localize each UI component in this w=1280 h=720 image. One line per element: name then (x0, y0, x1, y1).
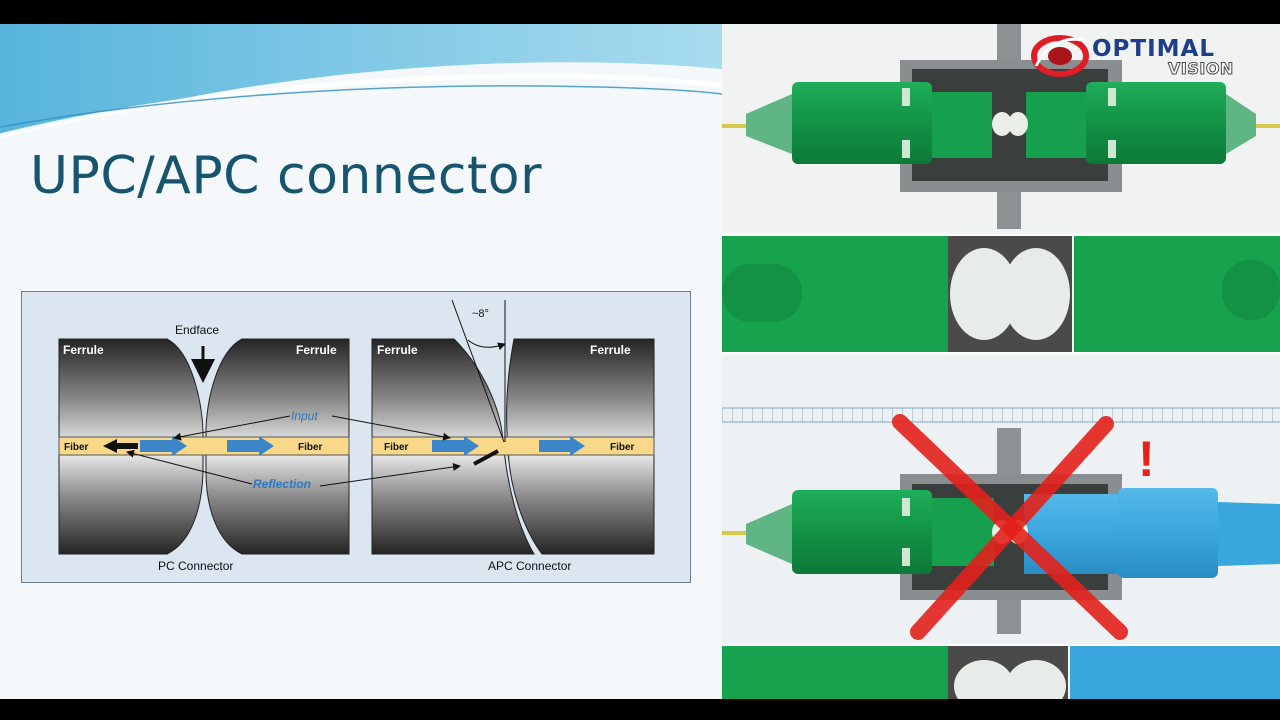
pc-endface-label: Endface (175, 323, 219, 337)
pc-right-ferrule-label: Ferrule (296, 343, 337, 357)
incompatible-pair-closeup (722, 644, 1280, 699)
apc-fiber-right-label: Fiber (610, 442, 635, 453)
connector-diagram: Ferrule Ferrule Endface Fiber Fiber Inpu… (21, 291, 691, 583)
logo-text-bottom: VISION (1168, 59, 1234, 79)
pc-fiber-right-label: Fiber (298, 442, 323, 453)
compatible-pair-closeup (722, 234, 1280, 354)
reflection-label: Reflection (253, 477, 311, 491)
apc-fiber-left-label: Fiber (384, 442, 409, 453)
apc-angle-label: ~8° (472, 308, 489, 320)
incompatible-pair-photo: ! (722, 356, 1280, 644)
warning-mark: ! (1138, 431, 1155, 487)
apc-connector (319, 299, 655, 555)
slide-title: UPC/APC connector (30, 146, 542, 206)
connector-photo: ! (722, 24, 1280, 699)
apc-caption: APC Connector (488, 559, 571, 573)
header-wave-decoration (0, 24, 722, 139)
logo-swirl-icon (1031, 35, 1089, 77)
pc-connector (58, 338, 350, 555)
input-label: Input (291, 409, 318, 423)
pc-left-ferrule-label: Ferrule (63, 343, 104, 357)
connector-diagram-graphic: Ferrule Ferrule Endface Fiber Fiber Inpu… (58, 299, 655, 573)
optimal-vision-logo: OPTIMAL VISION (1030, 32, 1252, 79)
pc-caption: PC Connector (158, 559, 233, 573)
slide-panel: UPC/APC connector (0, 24, 722, 699)
apc-left-ferrule-label: Ferrule (377, 343, 418, 357)
logo-text-top: OPTIMAL (1092, 36, 1215, 62)
compatible-pair-photo (722, 24, 1280, 232)
apc-right-ferrule-label: Ferrule (590, 343, 631, 357)
connector-photo-panel: ! OPTIMAL VISION (722, 24, 1280, 699)
pc-fiber-left-label: Fiber (64, 442, 89, 453)
